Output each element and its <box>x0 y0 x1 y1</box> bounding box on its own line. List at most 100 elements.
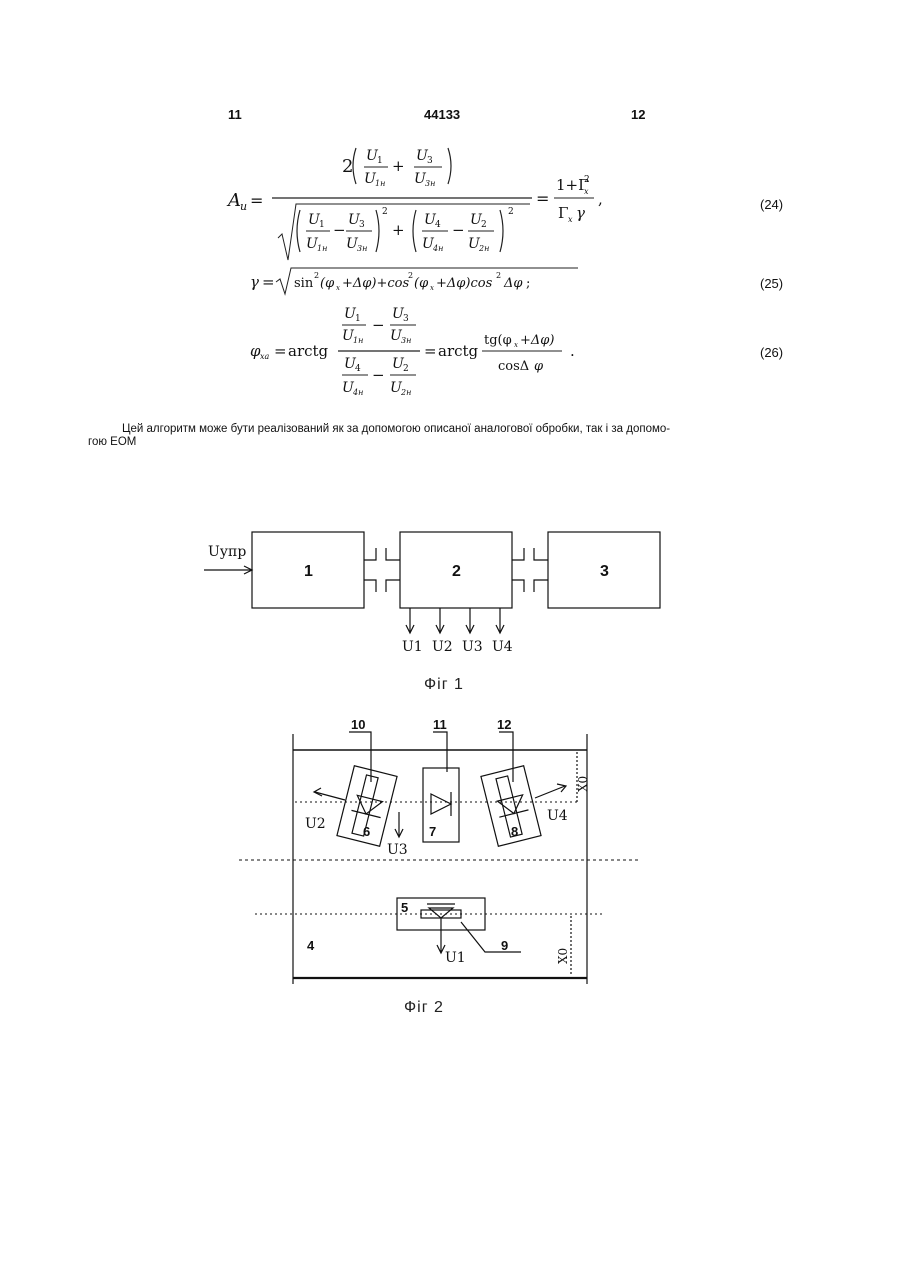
svg-text:1н: 1н <box>353 336 363 345</box>
fig2-label-6: 6 <box>363 824 370 839</box>
svg-text:3: 3 <box>427 156 433 166</box>
svg-text:2: 2 <box>584 175 590 185</box>
fig2-label-9: 9 <box>501 938 508 953</box>
page-number-right: 12 <box>631 107 645 122</box>
fig2-label-8: 8 <box>511 824 518 839</box>
svg-text:.: . <box>570 342 575 360</box>
svg-text:+: + <box>392 221 405 239</box>
equation-24: A u = 2 U1 U1н + U3 U3н U1 U1н − U3 U3н … <box>220 138 620 268</box>
svg-text:x: x <box>568 215 573 224</box>
equation-25: γ = sin 2 (φx +Δφ)+cos 2 (φx +Δφ)cos 2 Δ… <box>248 262 608 300</box>
fig2-caption: Фіг 2 <box>404 999 444 1017</box>
svg-text:tg(φ: tg(φ <box>484 333 512 348</box>
fig2-signal-u4: U4 <box>547 808 568 824</box>
svg-text:(φ: (φ <box>320 276 335 291</box>
svg-text:2: 2 <box>403 364 409 374</box>
svg-text:4н: 4н <box>352 388 363 397</box>
svg-text:+Δφ)+cos: +Δφ)+cos <box>342 276 409 291</box>
svg-text:2: 2 <box>342 156 353 177</box>
fig2-label-12: 12 <box>497 717 511 732</box>
fig1-block-3-label: 3 <box>600 563 609 580</box>
svg-text:1: 1 <box>319 220 325 230</box>
svg-text:3н: 3н <box>401 336 411 345</box>
svg-text:φ: φ <box>534 359 544 374</box>
svg-text:−: − <box>333 221 346 239</box>
svg-text:−: − <box>452 221 465 239</box>
fig2-signal-u3: U3 <box>387 842 408 858</box>
svg-text:2: 2 <box>508 207 514 217</box>
svg-text:2: 2 <box>408 271 413 280</box>
svg-text:2: 2 <box>314 271 319 280</box>
equation-number-26: (26) <box>760 345 783 360</box>
fig2-label-5: 5 <box>401 900 408 915</box>
paragraph-line-2: гою ЕОМ <box>88 436 808 449</box>
svg-text:x: x <box>584 187 589 196</box>
svg-text:(φ: (φ <box>414 276 429 291</box>
paragraph-line-1: Цей алгоритм може бути реалізований як з… <box>88 423 808 436</box>
svg-text:2: 2 <box>481 220 487 230</box>
fig1-output-u1: U1 <box>402 639 423 655</box>
svg-text:arctg: arctg <box>438 342 479 360</box>
fig2-coord-x0-bottom: X0 <box>556 948 570 964</box>
fig1-input-label: Uупр <box>208 544 246 560</box>
svg-text:γ: γ <box>576 204 585 222</box>
fig2-label-11: 11 <box>433 717 447 732</box>
svg-text:4: 4 <box>435 220 441 230</box>
svg-text:x: x <box>336 284 340 292</box>
svg-text:1н: 1н <box>317 244 327 253</box>
svg-text:cosΔ: cosΔ <box>498 359 529 374</box>
eq24-lhs: A <box>226 190 241 211</box>
svg-text:+: + <box>392 157 405 175</box>
svg-text:2: 2 <box>382 207 388 217</box>
fig2-label-10: 10 <box>351 717 365 732</box>
svg-text:2н: 2н <box>478 244 489 253</box>
equation-number-25: (25) <box>760 276 783 291</box>
figure-2-diagram: 10 11 12 6 7 8 5 9 4 U2 U3 U4 U1 X0 X0 <box>235 712 645 992</box>
svg-text:=: = <box>536 189 549 208</box>
equation-26: φxa = arctg U1 U1н − U3 U3н U4 U4н − U2 … <box>248 300 608 405</box>
patent-number: 44133 <box>424 107 460 122</box>
body-paragraph: Цей алгоритм може бути реалізований як з… <box>88 423 808 449</box>
svg-text:3: 3 <box>359 220 365 230</box>
svg-text:+Δφ)cos: +Δφ)cos <box>436 276 493 291</box>
svg-text:3н: 3н <box>357 244 367 253</box>
svg-text:Δφ: Δφ <box>503 276 523 291</box>
fig2-label-4: 4 <box>307 938 315 953</box>
svg-text:,: , <box>598 190 603 208</box>
fig2-signal-u2: U2 <box>305 816 326 832</box>
fig1-output-u3: U3 <box>462 639 483 655</box>
svg-text:2н: 2н <box>400 388 411 397</box>
fig1-output-u4: U4 <box>492 639 513 655</box>
fig2-label-7: 7 <box>429 824 436 839</box>
svg-text:u: u <box>240 200 247 213</box>
fig1-caption: Фіг 1 <box>424 676 464 694</box>
svg-text:4н: 4н <box>432 244 443 253</box>
fig1-block-1-label: 1 <box>304 563 313 580</box>
svg-text:1: 1 <box>377 156 383 166</box>
svg-text:sin: sin <box>294 276 314 291</box>
svg-text:−: − <box>372 316 385 334</box>
svg-text:=: = <box>262 273 275 291</box>
page-number-left: 11 <box>228 107 242 122</box>
svg-text:−: − <box>372 366 385 384</box>
svg-text:γ: γ <box>250 273 259 291</box>
svg-text:+Δφ): +Δφ) <box>520 333 554 348</box>
svg-text:Γ: Γ <box>558 204 568 222</box>
svg-text:;: ; <box>526 276 530 291</box>
figure-1-diagram: Uупр 1 2 3 U1 U2 U3 U4 <box>200 520 680 660</box>
fig2-coord-x0-top: X0 <box>576 776 590 792</box>
svg-text:4: 4 <box>355 364 361 374</box>
svg-text:=: = <box>250 191 263 210</box>
svg-text:1: 1 <box>355 314 361 324</box>
svg-text:2: 2 <box>496 271 501 280</box>
svg-text:x: x <box>430 284 434 292</box>
fig2-signal-u1: U1 <box>445 950 466 966</box>
svg-text:xa: xa <box>260 352 270 361</box>
fig1-output-u2: U2 <box>432 639 453 655</box>
svg-text:3н: 3н <box>425 179 435 188</box>
svg-text:=: = <box>274 342 287 360</box>
svg-text:1н: 1н <box>375 179 385 188</box>
svg-text:arctg: arctg <box>288 342 329 360</box>
svg-text:3: 3 <box>403 314 409 324</box>
equation-number-24: (24) <box>760 197 783 212</box>
